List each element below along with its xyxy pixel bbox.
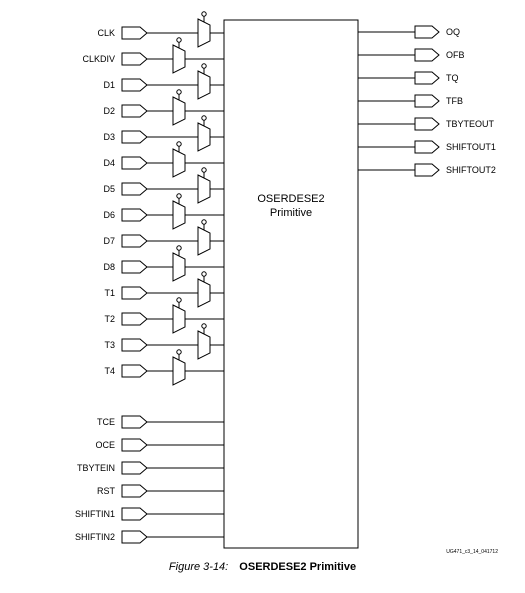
mux-select-bubble [176,349,182,355]
output-label-shiftout2: SHIFTOUT2 [446,165,496,175]
figure-number: Figure 3-14: [168,561,229,573]
input-port-d4 [121,156,148,170]
output-label-ofb: OFB [446,50,465,60]
input-label-d4: D4 [103,158,115,168]
output-port-tbyteout [414,117,440,131]
mux-select-bubble [176,193,182,199]
input-port-t1 [121,286,148,300]
output-label-tq: TQ [446,73,459,83]
wires [147,31,415,538]
output-port-shiftout2 [414,163,440,177]
mux-select-bubble [176,37,182,43]
mux-d3 [197,122,211,152]
input-port-clk [121,26,148,40]
input-port-shiftin1 [121,507,148,521]
input-port-d2 [121,104,148,118]
input-label-t1: T1 [104,288,115,298]
mux-d4 [172,148,186,178]
input-label-d5: D5 [103,184,115,194]
mux-select-bubble [176,245,182,251]
mux-select-bubble [176,89,182,95]
input-port-d6 [121,208,148,222]
input-port-d8 [121,260,148,274]
input-port-rst [121,484,148,498]
input-port-tce [121,415,148,429]
input-port-t2 [121,312,148,326]
mux-select-bubble [176,141,182,147]
input-port-shiftin2 [121,530,148,544]
input-label-shiftin1: SHIFTIN1 [75,509,115,519]
output-label-shiftout1: SHIFTOUT1 [446,142,496,152]
doc-id: UG471_c3_14_041712 [446,549,498,555]
input-port-d1 [121,78,148,92]
input-label-rst: RST [97,486,116,496]
input-label-shiftin2: SHIFTIN2 [75,532,115,542]
input-label-clk: CLK [97,28,115,38]
output-port-oq [414,25,440,39]
mux-t2 [172,304,186,334]
mux-select-bubble [201,63,207,69]
output-port-ofb [414,48,440,62]
input-port-tbytein [121,461,148,475]
mux-clk [197,18,211,48]
mux-t4 [172,356,186,386]
figure-title: OSERDESE2 Primitive [239,561,357,573]
oserdese2-block [223,19,359,549]
input-port-t4 [121,364,148,378]
input-label-tce: TCE [97,417,115,427]
block-label-line1: OSERDESE2 [257,193,324,205]
input-label-t4: T4 [104,366,115,376]
mux-d1 [197,70,211,100]
figure-caption: Figure 3-14: OSERDESE2 Primitive [0,561,525,573]
mux-select-bubble [201,115,207,121]
mux-clkdiv [172,44,186,74]
input-label-d3: D3 [103,132,115,142]
mux-d6 [172,200,186,230]
output-port-shiftout1 [414,140,440,154]
block-label-line2: Primitive [270,207,312,219]
input-label-d6: D6 [103,210,115,220]
input-label-t3: T3 [104,340,115,350]
input-port-d7 [121,234,148,248]
mux-select-bubble [201,219,207,225]
input-label-d2: D2 [103,106,115,116]
input-label-d8: D8 [103,262,115,272]
muxes [172,11,211,386]
output-label-tfb: TFB [446,96,463,106]
input-label-t2: T2 [104,314,115,324]
mux-d8 [172,252,186,282]
output-port-tq [414,71,440,85]
mux-select-bubble [201,167,207,173]
mux-d5 [197,174,211,204]
input-label-d7: D7 [103,236,115,246]
output-port-tfb [414,94,440,108]
mux-t3 [197,330,211,360]
mux-d2 [172,96,186,126]
input-label-d1: D1 [103,80,115,90]
input-label-tbytein: TBYTEIN [77,463,115,473]
input-port-clkdiv [121,52,148,66]
input-port-d3 [121,130,148,144]
input-label-clkdiv: CLKDIV [82,54,115,64]
input-port-t3 [121,338,148,352]
mux-select-bubble [176,297,182,303]
mux-t1 [197,278,211,308]
mux-select-bubble [201,323,207,329]
input-label-oce: OCE [95,440,115,450]
input-port-oce [121,438,148,452]
output-label-tbyteout: TBYTEOUT [446,119,495,129]
mux-select-bubble [201,271,207,277]
output-label-oq: OQ [446,27,460,37]
mux-d7 [197,226,211,256]
mux-select-bubble [201,11,207,17]
input-port-d5 [121,182,148,196]
